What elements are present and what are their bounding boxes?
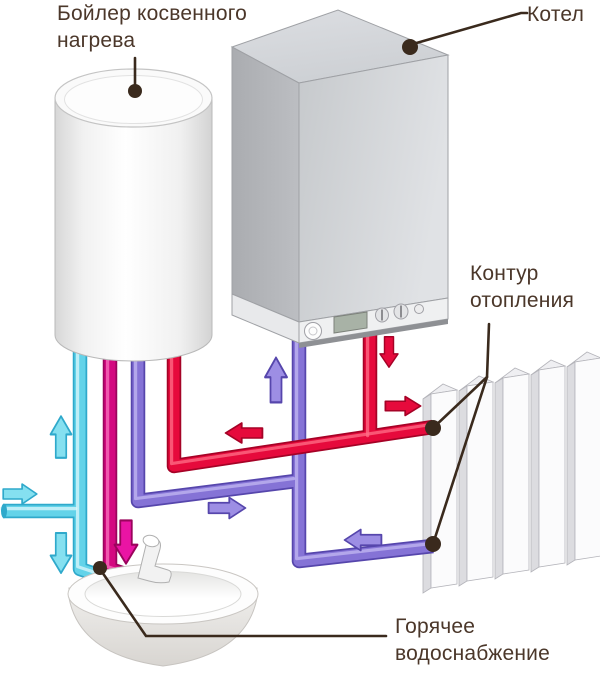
tank-body [54, 97, 213, 362]
boiler-power-button-ring [308, 326, 318, 336]
indirect-boiler-tank [54, 68, 213, 362]
cold-pipe-end-cap [1, 503, 7, 519]
pipe-cold-water [0, 334, 98, 575]
boiler-bottom-edge [299, 319, 448, 348]
label-boiler: Котел [527, 3, 585, 26]
callouts [93, 11, 529, 638]
label-dhw: Горячее водоснабжение [395, 615, 550, 666]
boiler-front-face [298, 54, 449, 323]
radiator-panel [530, 359, 567, 573]
callout-line-boiler [411, 11, 529, 46]
radiator-panel [494, 367, 531, 580]
callout-dot-indirect-boiler [128, 84, 142, 98]
radiator-panel [566, 351, 600, 566]
callout-dot-radiator-return [425, 536, 441, 552]
faucet [137, 534, 172, 584]
faucet-handle [142, 534, 160, 548]
callout-dot-radiator-supply [425, 420, 441, 436]
boiler-display [333, 311, 368, 334]
radiator [422, 351, 600, 594]
label-indirect-boiler: Бойлер косвенного нагрева [57, 2, 247, 53]
boiler-power-button [304, 322, 322, 340]
boiler-left-face [231, 46, 300, 323]
sink [67, 534, 259, 667]
gas-boiler [230, 9, 450, 348]
tank-top-inner [64, 75, 203, 124]
callout-dot-dhw [93, 561, 107, 575]
radiator-panel [458, 375, 495, 587]
label-heating-circuit: Контур отопления [470, 262, 575, 313]
callout-line-dhw [100, 570, 388, 638]
boiler-small-button [414, 304, 424, 314]
callout-dot-boiler [402, 39, 418, 55]
callout-line-heating-circuit-return [431, 375, 489, 546]
pipes [0, 301, 433, 576]
